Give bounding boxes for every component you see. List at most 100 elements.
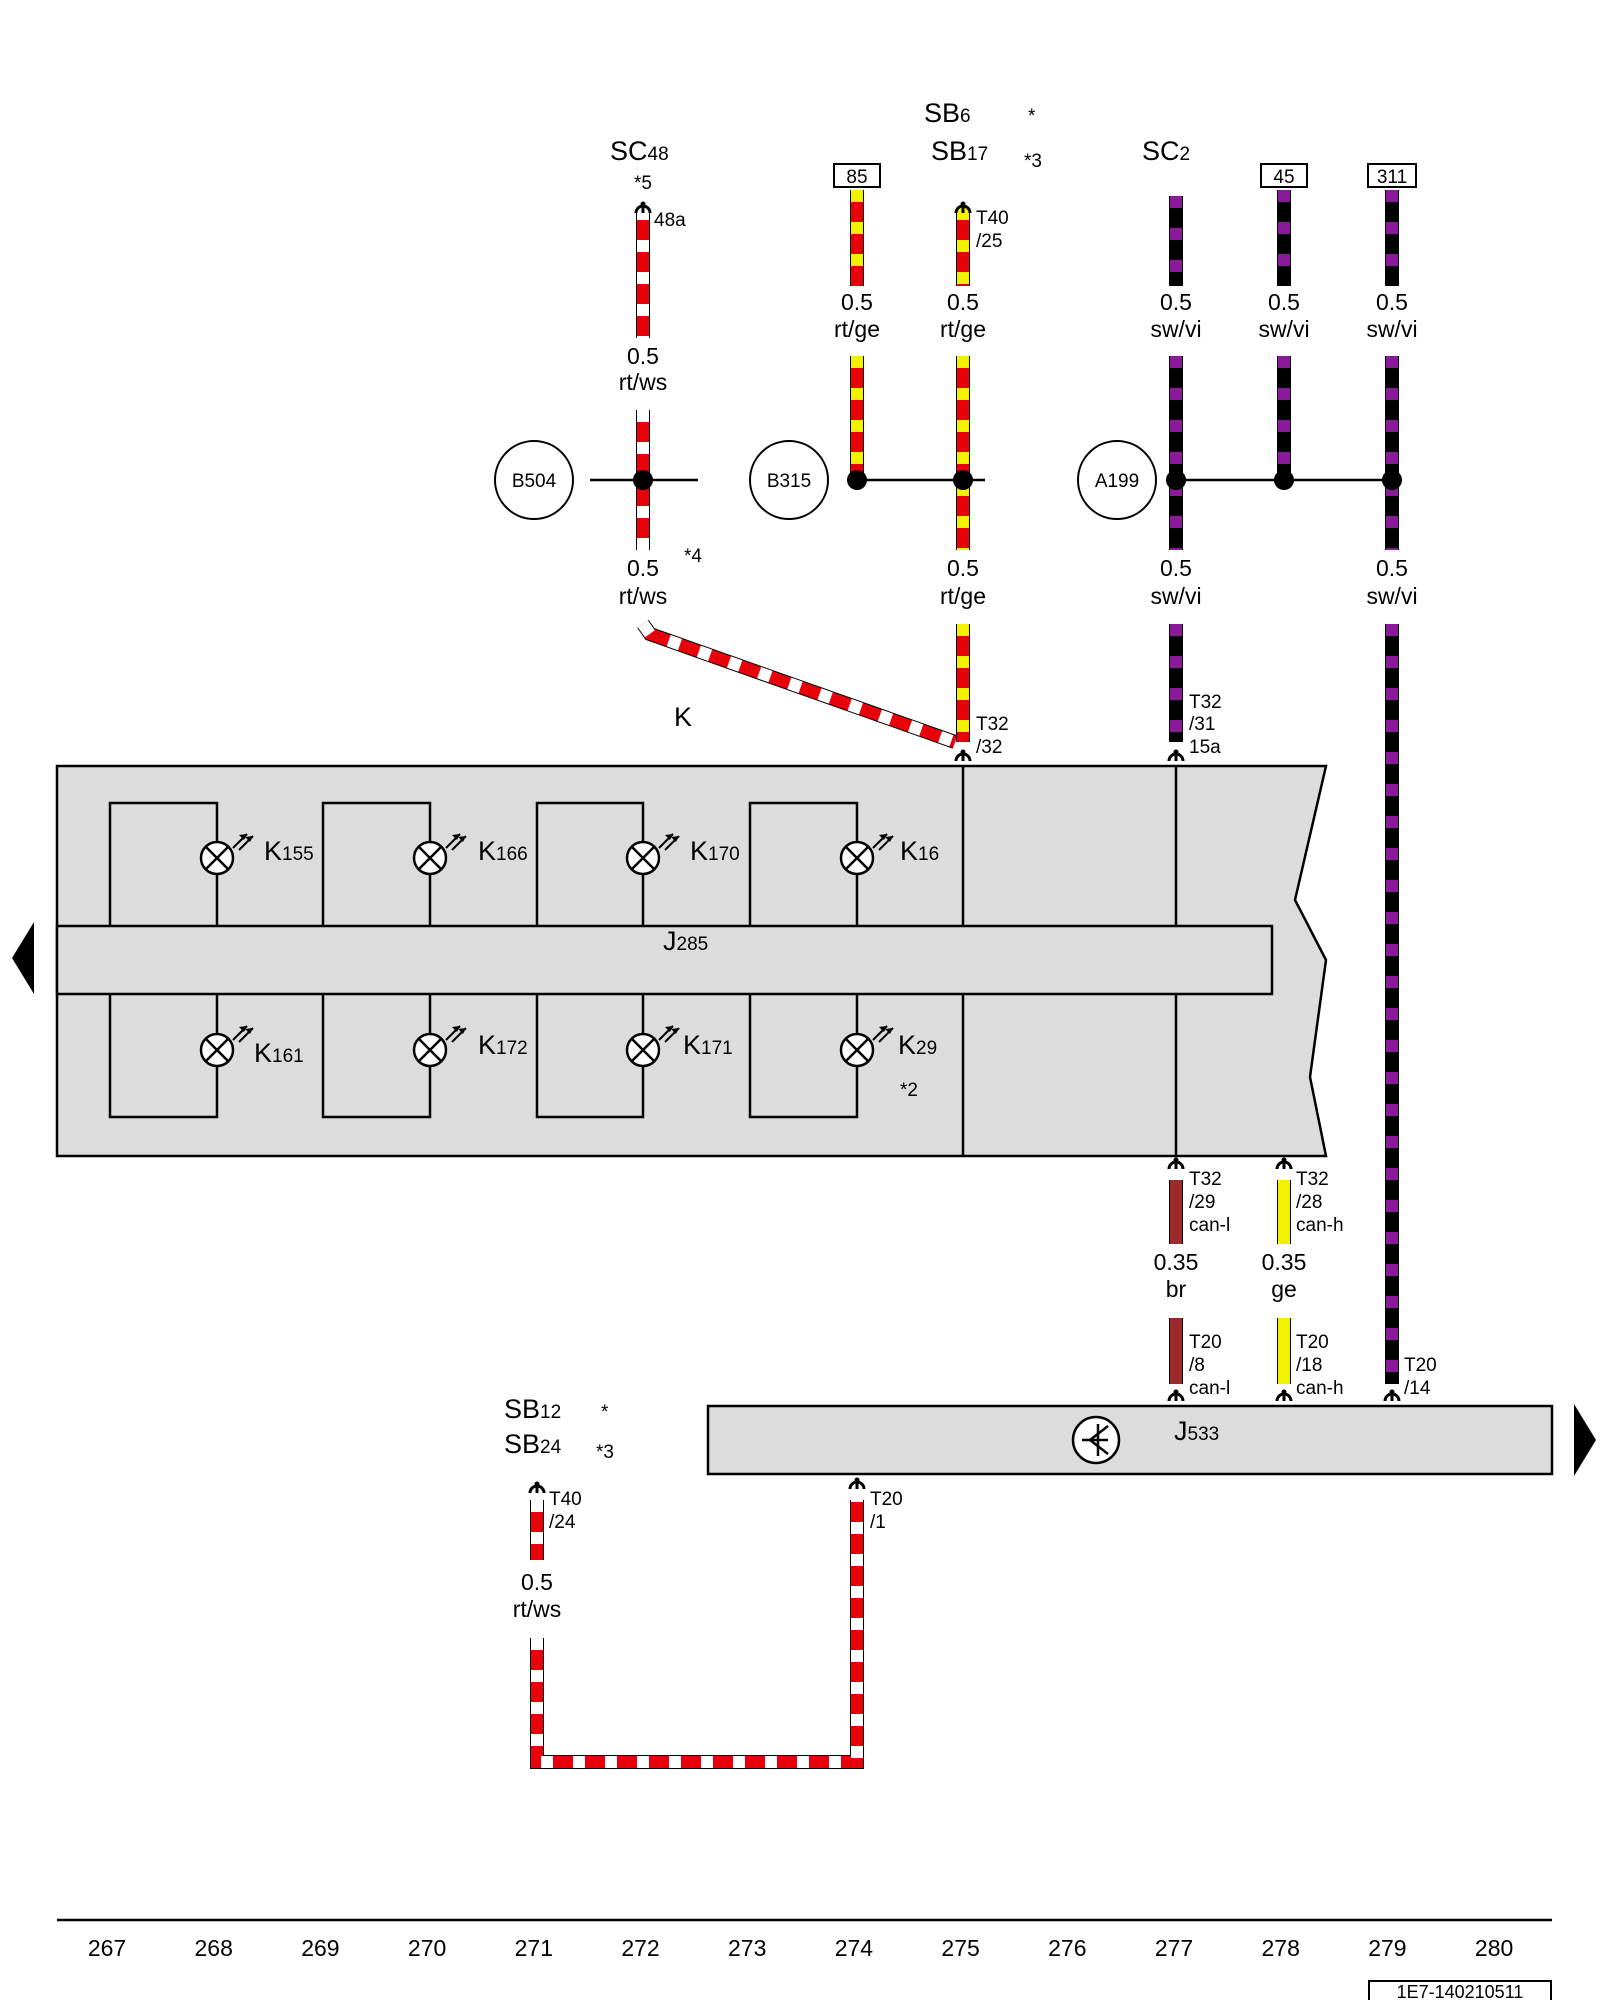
wire-color: br [1166,1276,1187,1302]
label-k170: K170 [690,836,740,866]
svg-text:B504: B504 [512,471,557,492]
label-k16: K16 [900,836,939,866]
note-k29: *2 [900,1080,918,1101]
splice-node [953,470,973,490]
document-id: 1E7-140210511 [1368,1980,1552,2002]
wire-color: sw/vi [1366,316,1417,342]
wire [531,1500,863,1768]
wire-color: ge [1271,1276,1297,1302]
svg-text:311: 311 [1377,167,1407,188]
wire-color: sw/vi [1258,316,1309,342]
pin-t32-29c: can-l [1189,1215,1230,1236]
fuse-sb6: SB6 [924,98,971,128]
splice-node [847,470,867,490]
wire-gauge: 0.5 [521,1569,553,1595]
pin-t32-28c: can-h [1296,1215,1344,1236]
wire-gauge: 0.5 [627,555,659,581]
pin-t32-32b: /32 [976,737,1002,758]
wires [530,190,1399,1769]
pin-t20-8c: can-l [1189,1378,1230,1399]
pin-t32-29b: /29 [1189,1192,1215,1213]
wire-gauge: 0.35 [1262,1249,1307,1275]
wire-gauge: 0.5 [841,289,873,315]
wire-color: rt/ge [940,583,986,609]
wire-gauge: 0.5 [1376,289,1408,315]
label-k166: K166 [478,836,528,866]
pin-t32-31b: /31 [1189,714,1215,735]
label-k172: K172 [478,1030,528,1060]
terminal-45: 45 [1260,163,1308,188]
axis-tick-label: 271 [515,1935,553,1961]
note-sb17: *3 [1024,151,1042,172]
splice-node [1166,470,1186,490]
splice-b315: B315 [749,440,829,520]
fuse-sb12: SB12 [504,1394,561,1424]
pin-t20-18c: can-h [1296,1378,1344,1399]
wire-color: rt/ws [619,583,668,609]
axis-tick-label: 272 [621,1935,659,1961]
splice-a199: A199 [1077,440,1157,520]
fuse-sc48: SC48 [610,136,669,166]
axis-tick-label: 269 [301,1935,339,1961]
note-sb12: * [601,1402,609,1423]
label-k29: K29 [898,1030,937,1060]
axis-tick-label: 278 [1262,1935,1300,1961]
pin-sb17-a: T40 [976,208,1009,229]
note-w7: *4 [684,546,702,567]
wire-outline [530,1500,864,1769]
pin-t20-1a: T20 [870,1489,903,1510]
pin-sb17-b: /25 [976,231,1002,252]
terminal-311: 311 [1367,163,1417,188]
pin-t32-29a: T32 [1189,1169,1222,1190]
axis-tick-label: 276 [1048,1935,1086,1961]
axis-tick-label: 273 [728,1935,766,1961]
svg-text:45: 45 [1273,167,1294,188]
wire-gauge: 0.5 [947,555,979,581]
next-page-arrow-icon[interactable] [1574,1404,1596,1476]
label-k155: K155 [264,836,314,866]
label-j533: J533 [1174,1416,1219,1446]
pin-t20-14a: T20 [1404,1355,1437,1376]
splice-node [633,470,653,490]
axis-tick-label: 270 [408,1935,446,1961]
pin-t32-28b: /28 [1296,1192,1322,1213]
axis-tick-label: 280 [1475,1935,1513,1961]
axis-tick-label: 268 [195,1935,233,1961]
fuse-sb17: SB17 [931,136,988,166]
wire-color: rt/ge [834,316,880,342]
pin-t20-8b: /8 [1189,1355,1205,1376]
wire-gauge: 0.35 [1154,1249,1199,1275]
axis-tick-label: 275 [941,1935,979,1961]
wire-gauge: 0.5 [1268,289,1300,315]
svg-text:85: 85 [846,167,867,188]
wire-color: sw/vi [1366,583,1417,609]
wire-gauge: 0.5 [947,289,979,315]
splice-node [1382,470,1402,490]
axis-tick-label: 274 [835,1935,874,1961]
pin-sc48: 48a [654,210,686,231]
wire-gauge: 0.5 [1376,555,1408,581]
fuse-sc2: SC2 [1142,136,1190,166]
j285-bar [55,924,1274,996]
wire-color: rt/ge [940,316,986,342]
wire-stripe [531,1500,863,1768]
pin-sb24-a: T40 [549,1489,582,1510]
gateway-symbol-icon [1071,1415,1121,1465]
terminal-85: 85 [833,163,881,188]
wire-gauge: 0.5 [627,343,659,369]
wire-color: rt/ws [513,1596,562,1622]
wire-stripe [638,620,958,748]
pin-t32-32a: T32 [976,714,1009,735]
pin-t20-8a: T20 [1189,1332,1222,1353]
previous-page-arrow-icon[interactable] [12,922,34,994]
axis-tick-label: 277 [1155,1935,1193,1961]
label-k: K [674,702,692,732]
wire-color: sw/vi [1150,316,1201,342]
label-k161: K161 [254,1038,304,1068]
svg-text:A199: A199 [1095,471,1139,492]
wire-gauge: 0.5 [1160,289,1192,315]
splice-node [1274,470,1294,490]
label-j285: J285 [663,926,708,956]
